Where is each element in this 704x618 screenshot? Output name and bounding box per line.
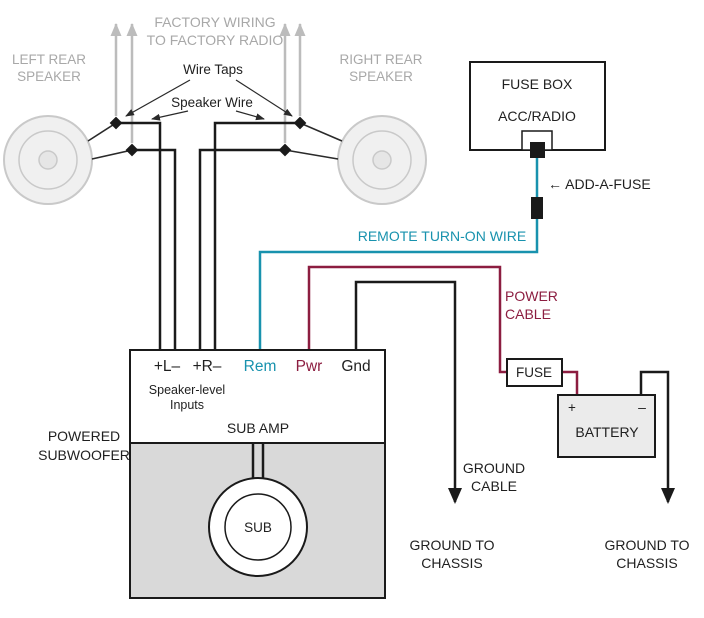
right-rear-speaker-label: SPEAKER bbox=[349, 69, 413, 84]
left-rear-speaker-label: SPEAKER bbox=[17, 69, 81, 84]
ground-cable-wire bbox=[354, 280, 462, 504]
fuse-slot-plug bbox=[530, 142, 545, 158]
power-cable-amp-to-fuse bbox=[307, 265, 507, 374]
terminal-rem: Rem bbox=[244, 358, 277, 375]
sub-amp-label: SUB AMP bbox=[227, 420, 289, 436]
battery-outline bbox=[557, 394, 656, 458]
power-cable-label: POWER bbox=[505, 288, 558, 304]
sub-driver-inner bbox=[224, 493, 292, 561]
wire-taps-label: Wire Taps bbox=[183, 62, 243, 77]
terminal-right: +R– bbox=[193, 358, 222, 375]
fuse-box-title: FUSE BOX bbox=[502, 76, 573, 92]
terminal-left: +L– bbox=[154, 358, 181, 375]
fuse-label: FUSE bbox=[516, 365, 552, 380]
speaker-wire-label: Speaker Wire bbox=[171, 95, 253, 110]
power-cable-label: CABLE bbox=[505, 306, 551, 322]
speaker-level-inputs-label: Speaker-level bbox=[149, 383, 225, 397]
ground-to-chassis-right-label: CHASSIS bbox=[616, 555, 677, 571]
right-rear-speaker-label: RIGHT REAR bbox=[339, 52, 422, 67]
powered-subwoofer-label: SUBWOOFER bbox=[38, 447, 130, 463]
battery-ground-wire bbox=[639, 370, 675, 504]
inline-fuse: FUSE bbox=[506, 358, 563, 387]
battery-label: BATTERY bbox=[575, 424, 639, 440]
left-rear-speaker-icon bbox=[3, 115, 93, 205]
ground-to-chassis-left-label: GROUND TO bbox=[409, 537, 494, 553]
factory-wiring-label: FACTORY WIRING bbox=[154, 14, 275, 30]
fuse-box: FUSE BOX ACC/RADIO bbox=[469, 61, 606, 158]
battery-plus: + bbox=[568, 400, 576, 415]
amp-terminals: +L– +R– Rem Pwr Gnd bbox=[154, 358, 371, 375]
remote-turn-on-wire-label: REMOTE TURN-ON WIRE bbox=[358, 228, 527, 244]
fuse-outline bbox=[506, 358, 563, 387]
powered-subwoofer-unit: SUB bbox=[129, 349, 386, 599]
speaker-leads bbox=[87, 122, 343, 160]
terminal-gnd: Gnd bbox=[341, 358, 370, 375]
wire-taps-arrows bbox=[125, 79, 293, 117]
add-a-fuse-label: ← ADD-A-FUSE bbox=[548, 176, 651, 192]
sub-label: SUB bbox=[244, 520, 272, 535]
ground-to-chassis-right-label: GROUND TO bbox=[604, 537, 689, 553]
power-cable-fuse-to-battery bbox=[562, 370, 579, 395]
speaker-wires bbox=[116, 121, 300, 350]
battery: + – BATTERY bbox=[557, 394, 656, 458]
fuse-box-slot-label: ACC/RADIO bbox=[498, 108, 576, 124]
battery-minus: – bbox=[638, 399, 646, 415]
ground-cable-label: CABLE bbox=[471, 478, 517, 494]
add-a-fuse-holder bbox=[531, 197, 543, 219]
ground-cable-label: GROUND bbox=[463, 460, 525, 476]
speaker-level-inputs-label: Inputs bbox=[170, 398, 204, 412]
ground-to-chassis-left-label: CHASSIS bbox=[421, 555, 482, 571]
speaker-wire-arrows bbox=[151, 110, 265, 121]
factory-wiring-label: TO FACTORY RADIO bbox=[147, 32, 284, 48]
terminal-pwr: Pwr bbox=[296, 358, 323, 375]
right-rear-speaker-icon bbox=[337, 115, 427, 205]
sub-driver-icon bbox=[208, 477, 308, 577]
powered-subwoofer-label: POWERED bbox=[48, 428, 120, 444]
left-rear-speaker-label: LEFT REAR bbox=[12, 52, 86, 67]
